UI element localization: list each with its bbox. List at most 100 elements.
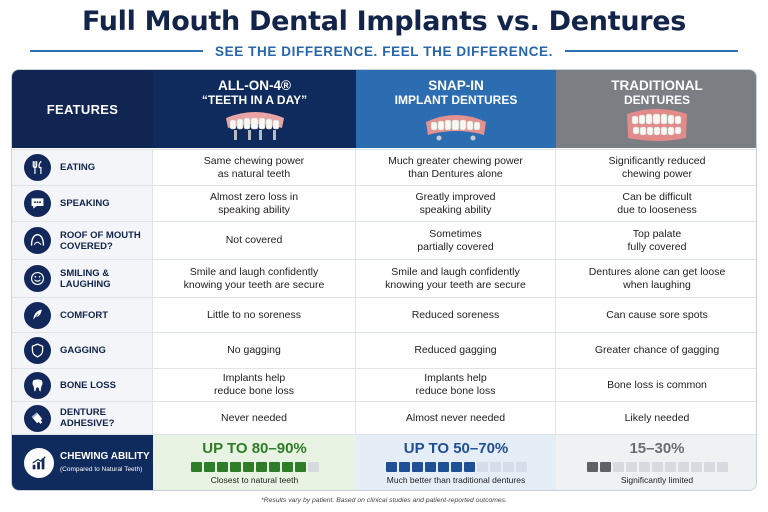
- meter-segment: [515, 462, 527, 472]
- subtitle: SEE THE DIFFERENCE. FEEL THE DIFFERENCE.: [214, 43, 554, 59]
- feature-cell: SPEAKING: [12, 186, 153, 221]
- meter-segment: [242, 462, 254, 472]
- feature-label: SMILING & LAUGHING: [60, 267, 111, 290]
- meter-segment: [216, 462, 228, 472]
- header-traditional: TRADITIONAL DENTURES: [556, 70, 756, 148]
- footnote: *Results vary by patient. Based on clini…: [261, 497, 507, 504]
- implant-teeth-icon: [225, 112, 284, 140]
- chewing-range: UP TO 50–70%: [403, 440, 509, 457]
- chewing-snap-in: UP TO 50–70% Much better than traditiona…: [356, 435, 556, 490]
- chewing-ability-label: CHEWING ABILITY: [60, 451, 150, 462]
- meter-segment: [677, 462, 689, 472]
- cell-all-on-4: Not covered: [153, 222, 356, 259]
- meter-segment: [450, 462, 462, 472]
- meter-segment: [255, 462, 267, 472]
- shield-icon: [24, 337, 51, 364]
- feature-label: COMFORT: [60, 309, 109, 321]
- meter-segment: [437, 462, 449, 472]
- palate-icon: [24, 227, 51, 254]
- meter-segment: [690, 462, 702, 472]
- meter-segment: [651, 462, 663, 472]
- cell-all-on-4: Little to no soreness: [153, 298, 356, 332]
- chewing-ability-row: CHEWING ABILITY (Compared to Natural Tee…: [12, 434, 756, 490]
- chewing-range: UP TO 80–90%: [202, 440, 307, 457]
- header-all-on-4: ALL-ON-4® “TEETH IN A DAY”: [153, 70, 356, 148]
- feature-label: EATING: [60, 162, 96, 173]
- meter-segment: [586, 462, 598, 472]
- feature-label: BONE LOSS: [60, 379, 116, 391]
- cell-snap-in: Reduced gagging: [356, 333, 556, 368]
- meter-segment: [612, 462, 624, 472]
- cell-snap-in: Almost never needed: [356, 402, 556, 434]
- cell-traditional: Can cause sore spots: [606, 308, 708, 321]
- header-snap-in: SNAP-IN IMPLANT DENTURES: [356, 70, 556, 148]
- chewing-all-on-4: UP TO 80–90% Closest to natural teeth: [153, 435, 356, 490]
- meter-segment: [463, 462, 475, 472]
- subtitle-row: SEE THE DIFFERENCE. FEEL THE DIFFERENCE.: [30, 42, 739, 60]
- divider-left: [30, 50, 203, 52]
- feather-icon: [24, 301, 51, 329]
- cell-all-on-4: Never needed: [153, 402, 356, 434]
- meter-segment: [411, 462, 423, 472]
- meter-segment: [599, 462, 611, 472]
- page-title: Full Mouth Dental Implants vs. Dentures: [81, 6, 687, 37]
- meter-segment: [502, 462, 514, 472]
- speech-bubble-icon: [24, 190, 51, 217]
- meter-segment: [307, 462, 319, 472]
- feature-label: SPEAKING: [60, 198, 110, 209]
- meter-segment: [281, 462, 293, 472]
- chewing-note: Closest to natural teeth: [210, 475, 299, 485]
- meter-segment: [489, 462, 501, 472]
- header-all-on-4-subtitle: “TEETH IN A DAY”: [201, 93, 308, 107]
- chewing-feature-cell: CHEWING ABILITY (Compared to Natural Tee…: [12, 435, 153, 490]
- table-row: SMILING & LAUGHING Smile and laugh confid…: [12, 259, 756, 297]
- feature-cell: BONE LOSS: [12, 369, 153, 401]
- meter-segment: [268, 462, 280, 472]
- feature-cell: EATING: [12, 150, 153, 185]
- meter-segment: [664, 462, 676, 472]
- cell-snap-in: Reduced soreness: [356, 298, 556, 332]
- cell-traditional: Greater chance of gagging: [594, 344, 720, 356]
- meter-segment: [385, 462, 397, 472]
- meter-segment: [190, 462, 202, 472]
- feature-label: GAGGING: [60, 345, 106, 356]
- chewing-note: Much better than traditional dentures: [386, 475, 526, 485]
- bar-chart-icon: [24, 448, 54, 478]
- utensils-icon: [24, 154, 51, 181]
- meter-segment: [476, 462, 488, 472]
- meter-segment: [424, 462, 436, 472]
- cell-traditional: Likely needed: [624, 411, 690, 424]
- header-traditional-subtitle: DENTURES: [623, 93, 690, 107]
- cell-traditional: Bone loss is common: [607, 378, 707, 391]
- feature-cell: COMFORT: [12, 298, 153, 332]
- meter-segment: [229, 462, 241, 472]
- meter-segment: [638, 462, 650, 472]
- feature-cell: DENTURE ADHESIVE?: [12, 402, 153, 434]
- chewing-meter: [556, 462, 756, 472]
- meter-segment: [716, 462, 728, 472]
- header-traditional-title: TRADITIONAL: [611, 78, 703, 93]
- meter-segment: [203, 462, 215, 472]
- chewing-traditional: 15–30% Significantly limited: [556, 435, 756, 490]
